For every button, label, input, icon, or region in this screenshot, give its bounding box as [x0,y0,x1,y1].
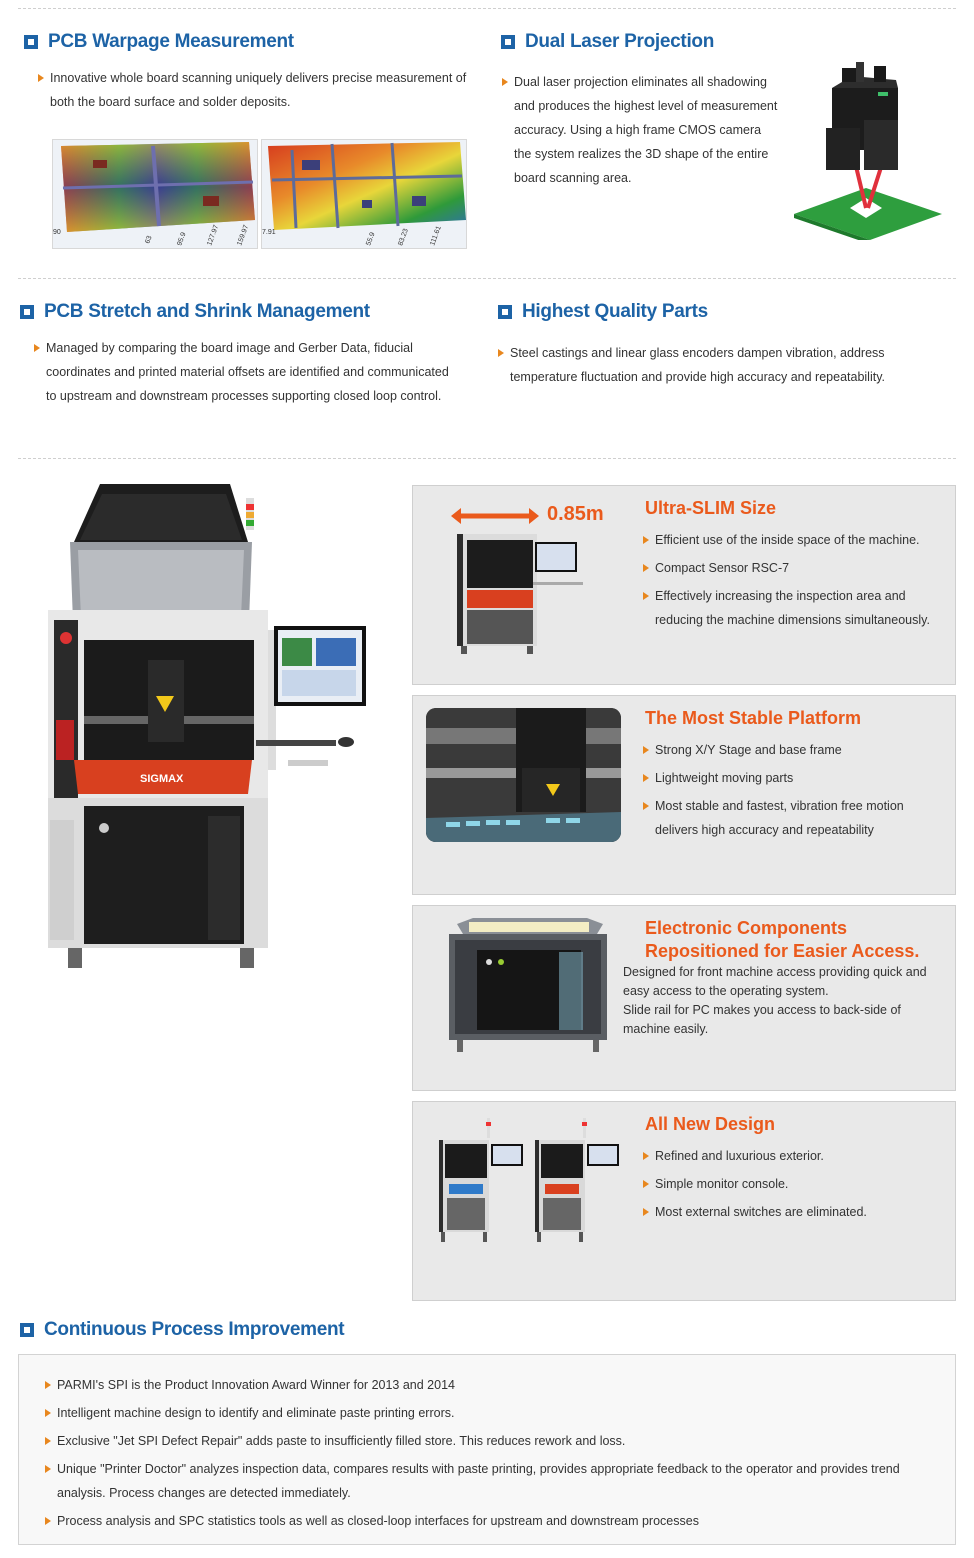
stretch-text: Managed by comparing the board image and… [34,336,456,408]
list-item: PARMI's SPI is the Product Innovation Aw… [45,1373,925,1397]
divider [18,458,956,459]
panel-new-design: All New Design Refined and luxurious ext… [412,1101,956,1301]
map1-tick-label: 95.9 [176,231,187,246]
list-item: Compact Sensor RSC-7 [643,556,943,580]
access-title-line1: Electronic Components [645,918,848,938]
divider-top [18,8,956,9]
quality-text-content: Steel castings and linear glass encoders… [510,346,885,384]
heatmap-graphic: 7.91 55.9 83.23 111.61 [262,142,466,247]
list-item: Strong X/Y Stage and base frame [643,738,943,762]
stretch-title-text: PCB Stretch and Shrink Management [44,301,370,322]
list-item: Process analysis and SPC statistics tool… [45,1509,925,1533]
improvement-box: PARMI's SPI is the Product Innovation Aw… [18,1354,956,1545]
divider [18,278,956,279]
access-machine-image [447,918,607,1060]
list-item: Exclusive "Jet SPI Defect Repair" adds p… [45,1429,925,1453]
laser-title: Dual Laser Projection [501,31,714,53]
list-item: Most stable and fastest, vibration free … [643,794,943,842]
design-title: All New Design [645,1114,776,1134]
square-bullet-icon [20,305,34,319]
stable-platform-image [426,708,621,842]
improvement-list: PARMI's SPI is the Product Innovation Aw… [45,1373,925,1537]
slim-title: Ultra-SLIM Size [645,498,777,518]
design-machines-image [435,1114,625,1250]
map1-tick-label: 63 [144,235,153,245]
stable-feature-list: Strong X/Y Stage and base frame Lightwei… [643,738,943,846]
map1-tick-label: 127.97 [206,224,220,247]
improvement-title: Continuous Process Improvement [20,1319,345,1341]
triangle-bullet-icon [34,344,40,352]
list-item: Efficient use of the inside space of the… [643,528,943,552]
laser-text-content: Dual laser projection eliminates all sha… [514,75,778,185]
panel-stable-platform: The Most Stable Platform Strong X/Y Stag… [412,695,956,895]
square-bullet-icon [501,35,515,49]
warpage-title-text: PCB Warpage Measurement [48,31,294,52]
map2-tick-label: 7.91 [262,229,276,236]
quality-text: Steel castings and linear glass encoders… [498,341,920,389]
slim-dimension-label: 0.85m [547,503,604,525]
square-bullet-icon [498,305,512,319]
map1-tick-label: 90 [53,229,61,236]
improvement-title-text: Continuous Process Improvement [44,1319,345,1340]
warpage-title: PCB Warpage Measurement [24,31,294,53]
list-item: Refined and luxurious exterior. [643,1144,943,1168]
slim-machine-image [449,498,609,664]
design-feature-list: Refined and luxurious exterior. Simple m… [643,1144,943,1228]
triangle-bullet-icon [498,349,504,357]
quality-title: Highest Quality Parts [498,301,708,323]
list-item: Intelligent machine design to identify a… [45,1401,925,1425]
stretch-text-content: Managed by comparing the board image and… [46,341,449,403]
square-bullet-icon [20,1323,34,1337]
heatmap-graphic: 90 63 95.9 127.97 159.97 [53,142,255,247]
laser-text: Dual laser projection eliminates all sha… [502,70,779,190]
access-text-1: Designed for front machine access provid… [623,965,927,998]
laser-head-image [792,58,944,244]
access-text-2: Slide rail for PC makes you access to ba… [623,1003,901,1036]
panel-easier-access: Electronic Components Repositioned for E… [412,905,956,1091]
panel-ultra-slim: 0.85m Ultra-SLIM Size Efficient use of t… [412,485,956,685]
machine-brand-label: SIGMAX [140,773,184,785]
slim-feature-list: Efficient use of the inside space of the… [643,528,943,636]
laser-title-text: Dual Laser Projection [525,31,715,52]
list-item: Lightweight moving parts [643,766,943,790]
triangle-bullet-icon [502,78,508,86]
square-bullet-icon [24,35,38,49]
stable-title: The Most Stable Platform [645,708,862,728]
machine-image: SIGMAX [44,480,374,990]
map2-tick-label: 55.9 [365,231,376,246]
list-item: Effectively increasing the inspection ar… [643,584,943,632]
warpage-text: Innovative whole board scanning uniquely… [38,66,470,114]
warpage-text-content: Innovative whole board scanning uniquely… [50,71,467,109]
stretch-title: PCB Stretch and Shrink Management [20,301,370,323]
map1-tick-label: 159.97 [236,224,250,247]
list-item: Simple monitor console. [643,1172,943,1196]
triangle-bullet-icon [38,74,44,82]
warpage-map-solder-deposits: 7.91 55.9 83.23 111.61 [261,139,467,249]
quality-title-text: Highest Quality Parts [522,301,708,322]
map2-tick-label: 111.61 [429,225,443,247]
warpage-map-board-surface: 90 63 95.9 127.97 159.97 [52,139,258,249]
access-title-line2: Repositioned for Easier Access. [645,941,920,961]
list-item: Unique "Printer Doctor" analyzes inspect… [45,1457,925,1505]
list-item: Most external switches are eliminated. [643,1200,943,1224]
map2-tick-label: 83.23 [397,228,410,247]
